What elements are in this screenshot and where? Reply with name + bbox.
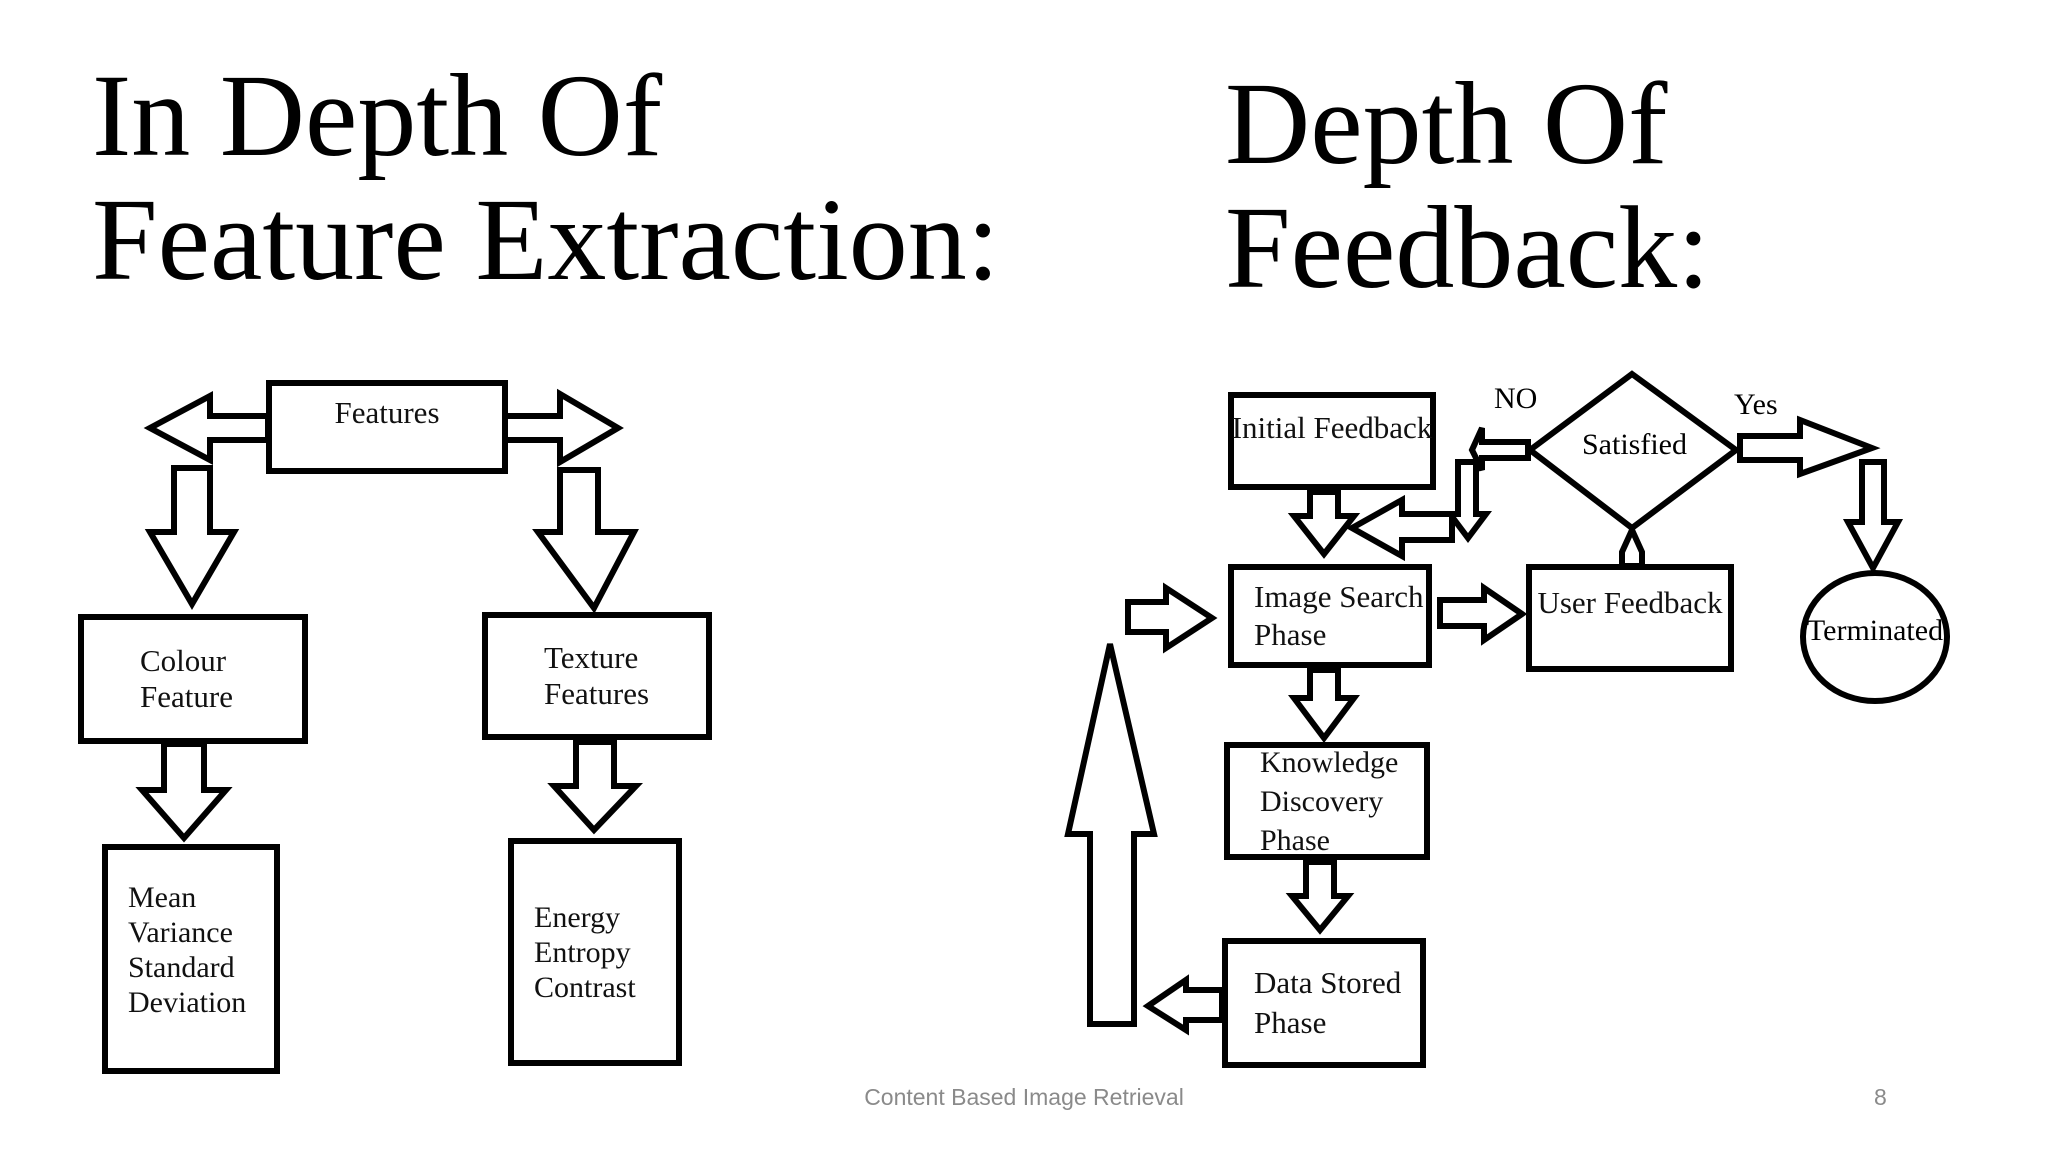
box-line: Entropy xyxy=(534,936,631,969)
arrow-up-icon xyxy=(1064,643,1158,1027)
features-box: Features xyxy=(266,380,508,474)
box-line: Mean xyxy=(128,881,197,914)
page-number: 8 xyxy=(1874,1084,1887,1110)
satisfied-diamond xyxy=(1525,370,1742,532)
box-line: Colour xyxy=(140,643,227,678)
box-line: Texture xyxy=(544,640,639,675)
title-line: Depth Of xyxy=(1225,58,1668,189)
arrow-down-icon xyxy=(1842,459,1904,575)
user-feedback-box: User Feedback xyxy=(1526,564,1734,672)
box-line: Knowledge xyxy=(1260,745,1399,779)
arrow-down-icon xyxy=(1444,459,1492,543)
arrow-left-icon xyxy=(1468,426,1531,472)
arrow-left-icon xyxy=(143,391,271,465)
feature-extraction-title: In Depth Of Feature Extraction: xyxy=(92,54,1000,302)
arrow-left-icon xyxy=(1142,974,1225,1036)
arrow-down-icon xyxy=(547,739,644,835)
feedback-title: Depth Of Feedback: xyxy=(1225,62,1710,310)
box-line: Features xyxy=(544,676,650,711)
title-line: Feature Extraction: xyxy=(92,174,1000,305)
box-line: Feature xyxy=(140,679,233,714)
arrow-right-icon xyxy=(1737,415,1881,479)
box-line: Standard xyxy=(128,951,235,984)
features-label: Features xyxy=(334,395,440,430)
footer-text: Content Based Image Retrieval xyxy=(0,1084,2048,1110)
arrow-down-icon xyxy=(144,465,240,610)
box-line: Deviation xyxy=(128,986,247,1019)
box-line: Initial Feedback xyxy=(1231,410,1433,445)
box-line: Contrast xyxy=(534,971,636,1004)
arrow-down-icon xyxy=(1285,859,1355,935)
knowledge-discovery-box: Knowledge Discovery Phase xyxy=(1224,742,1430,860)
texture-features-box: Texture Features xyxy=(482,612,712,740)
footer-label: Content Based Image Retrieval xyxy=(864,1084,1184,1110)
box-line: Phase xyxy=(1260,823,1330,857)
box-line: Energy xyxy=(534,901,621,934)
arrow-right-icon xyxy=(1437,582,1528,646)
arrow-down-icon xyxy=(135,741,233,843)
arrow-down-icon xyxy=(532,467,639,614)
no-label: NO xyxy=(1494,382,1538,415)
title-line: Feedback: xyxy=(1225,182,1710,313)
box-line: Image Search xyxy=(1254,579,1424,614)
box-line: Phase xyxy=(1254,1005,1327,1040)
box-line: Data Stored xyxy=(1254,965,1402,1000)
arrow-left-icon xyxy=(1345,494,1455,562)
texture-metrics-box: Energy Entropy Contrast xyxy=(508,838,682,1066)
terminated-ellipse: Terminated xyxy=(1800,570,1950,704)
colour-metrics-box: Mean Variance Standard Deviation xyxy=(102,844,280,1074)
initial-feedback-box: Initial Feedback xyxy=(1228,392,1436,490)
arrow-down-icon xyxy=(1287,489,1361,559)
image-search-phase-box: Image Search Phase xyxy=(1228,564,1432,668)
colour-feature-box: Colour Feature xyxy=(78,614,308,744)
title-line: In Depth Of xyxy=(92,50,663,181)
arrow-up-icon xyxy=(1619,522,1645,569)
box-line: Phase xyxy=(1254,617,1327,652)
box-line: Discovery xyxy=(1260,784,1384,818)
arrow-right-icon xyxy=(502,388,624,468)
satisfied-label: Satisfied xyxy=(1582,428,1687,461)
arrow-down-icon xyxy=(1288,667,1360,743)
terminated-label: Terminated xyxy=(1806,614,1944,647)
box-line: User Feedback xyxy=(1537,585,1723,620)
box-line: Variance xyxy=(128,916,233,949)
arrow-right-icon xyxy=(1125,582,1218,654)
yes-label: Yes xyxy=(1734,388,1778,421)
data-stored-phase-box: Data Stored Phase xyxy=(1222,938,1426,1068)
